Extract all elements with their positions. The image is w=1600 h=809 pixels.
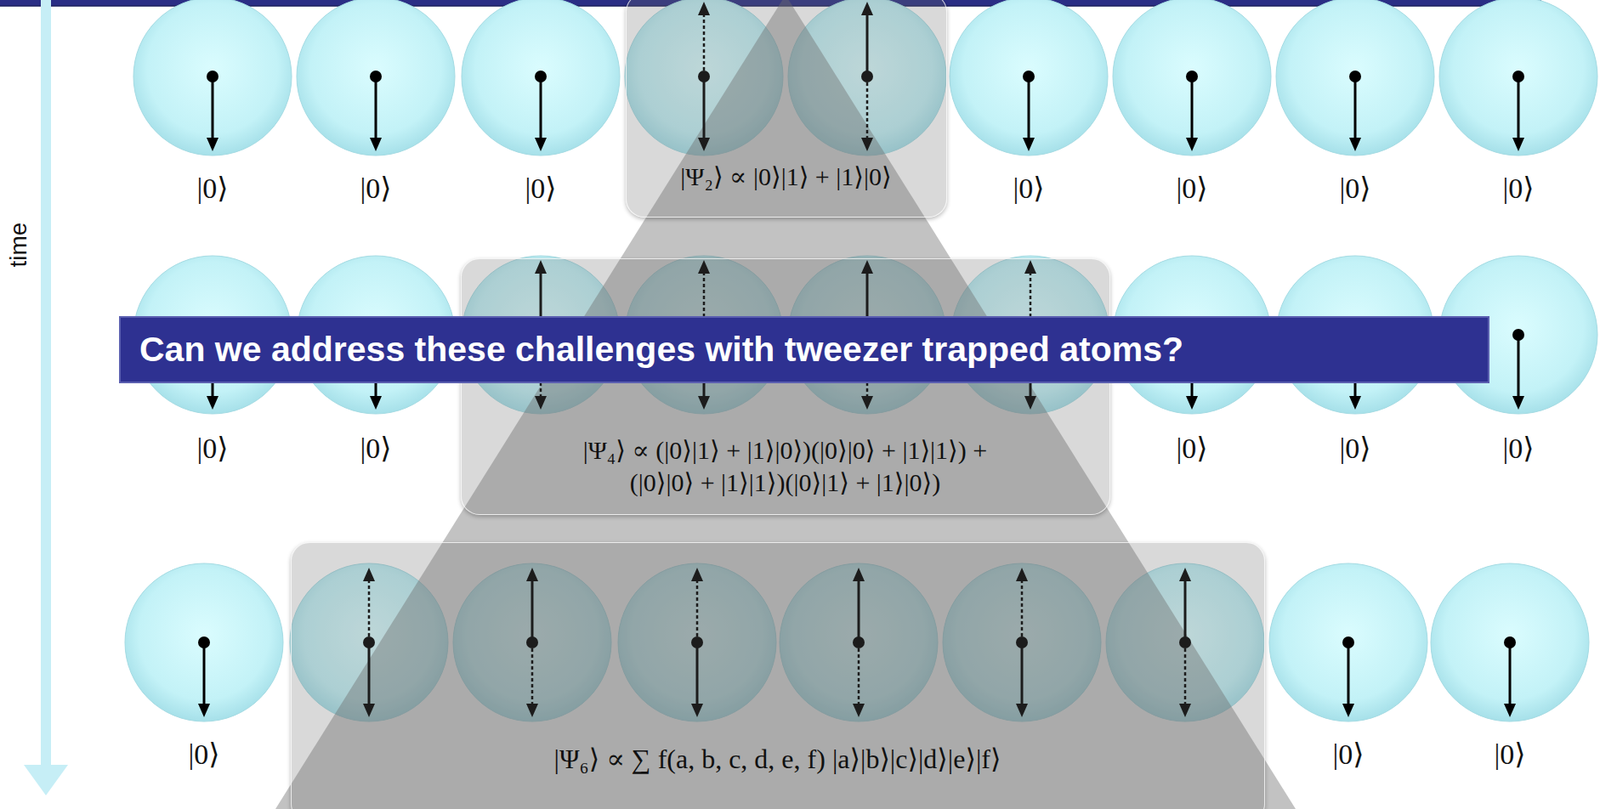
atom-circle [1269, 563, 1428, 722]
spin [1349, 70, 1362, 152]
state-formula: |Ψ₂⟩ ∝ |0⟩|1⟩ + |1⟩|0⟩ [680, 160, 893, 193]
spin [1342, 636, 1355, 718]
ket-label: |0⟩ [1175, 170, 1208, 208]
atom-circle [1439, 0, 1598, 156]
time-arrow-shaft [40, 0, 52, 767]
ket-label: |0⟩ [359, 170, 392, 208]
spin [1503, 636, 1516, 718]
ket-label: |0⟩ [1012, 170, 1044, 208]
ket-label: |0⟩ [1339, 430, 1371, 468]
spin [1185, 70, 1198, 152]
ket-label: |0⟩ [187, 736, 220, 774]
question-banner: Can we address these challenges with twe… [119, 316, 1490, 384]
spin [198, 636, 210, 718]
atom-circle [461, 0, 620, 156]
ket-label: |0⟩ [1493, 736, 1526, 774]
atom-circle [296, 0, 455, 156]
ket-label: |0⟩ [1502, 170, 1534, 208]
ket-label: |0⟩ [1332, 736, 1364, 774]
ket-label: |0⟩ [1502, 430, 1534, 468]
spin [369, 70, 382, 152]
state-box: |Ψ₂⟩ ∝ |0⟩|1⟩ + |1⟩|0⟩ [625, 0, 948, 218]
state-box: |Ψ₄⟩ ∝ (|0⟩|1⟩ + |1⟩|0⟩)(|0⟩|0⟩ + |1⟩|1⟩… [460, 258, 1111, 516]
banner-text: Can we address these challenges with twe… [139, 317, 1186, 382]
atom-circle [1430, 563, 1589, 722]
axis-label: time [5, 222, 33, 268]
atom-circle [1276, 0, 1435, 156]
ket-label: |0⟩ [1339, 170, 1371, 208]
ket-label: |0⟩ [524, 170, 557, 208]
atom-circle [133, 0, 292, 156]
ket-label: |0⟩ [1175, 430, 1208, 468]
state-formula: |Ψ₆⟩ ∝ ∑ f(a, b, c, d, e, f) |a⟩|b⟩|c⟩|d… [553, 742, 1002, 777]
spin [1512, 70, 1525, 152]
atom-circle [949, 0, 1108, 156]
spin [534, 70, 547, 152]
spin [206, 70, 219, 152]
ket-label: |0⟩ [359, 430, 392, 468]
state-box: |Ψ₆⟩ ∝ ∑ f(a, b, c, d, e, f) |a⟩|b⟩|c⟩|d… [290, 542, 1266, 809]
state-formula: |Ψ₄⟩ ∝ (|0⟩|1⟩ + |1⟩|0⟩)(|0⟩|0⟩ + |1⟩|1⟩… [570, 434, 1001, 499]
ket-label: |0⟩ [196, 430, 228, 468]
atom-circle [1112, 0, 1271, 156]
spin [1022, 70, 1035, 152]
time-arrow-head [23, 765, 69, 796]
spin [1512, 329, 1525, 410]
atom-circle [124, 563, 284, 722]
ket-label: |0⟩ [196, 170, 228, 208]
